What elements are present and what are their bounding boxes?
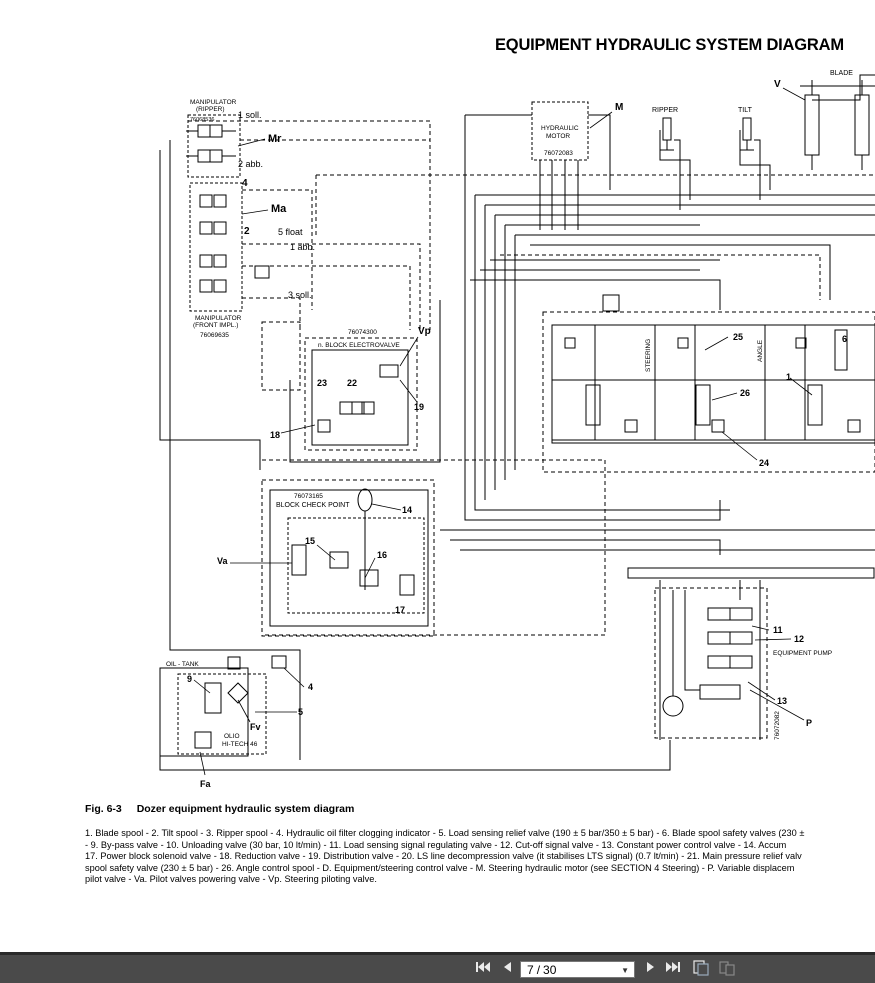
label-tilt: TILT <box>738 107 753 114</box>
label-p: P <box>806 718 812 728</box>
label-soll1: 1 soll. <box>238 110 262 120</box>
label-ripper: RIPPER <box>652 107 678 114</box>
pdf-toolbar: 7/30 ▼ <box>0 955 875 983</box>
label-abb1: 1 abb. <box>290 242 315 252</box>
label-5: 5 <box>298 707 303 717</box>
label-ma: Ma <box>271 203 287 215</box>
caption-line: spool safety valve (230 ± 5 bar) - 26. A… <box>85 862 795 873</box>
next-page-icon[interactable] <box>642 960 660 978</box>
label-mr: Mr <box>268 133 282 145</box>
caption-line: pilot valve - Va. Pilot valves powering … <box>85 874 377 885</box>
label-oil-tank: OIL - TANK <box>166 661 199 668</box>
label-24: 24 <box>759 458 769 468</box>
label-front-impl: (FRONT IMPL.) <box>193 322 238 329</box>
label-2: 2 <box>244 226 250 237</box>
label-16: 16 <box>377 550 387 560</box>
label-ripper-paren: (RIPPER) <box>196 106 225 113</box>
last-page-icon[interactable] <box>664 960 682 978</box>
label-fv: Fv <box>250 722 261 732</box>
label-11: 11 <box>773 625 783 635</box>
label-olio: OLIO <box>224 733 240 740</box>
label-18: 18 <box>270 430 280 440</box>
label-motor-b: MOTOR <box>546 133 570 140</box>
two-page-view-icon[interactable] <box>718 960 736 978</box>
label-9: 9 <box>187 674 192 684</box>
first-page-icon[interactable] <box>474 960 492 978</box>
label-fa: Fa <box>200 779 211 789</box>
label-steering: STEERING <box>645 339 652 372</box>
label-1: 1 <box>786 372 791 382</box>
label-4: 4 <box>242 178 248 189</box>
label-ripper-code: 76068536 <box>190 117 214 123</box>
label-front-code: 76069635 <box>200 332 229 339</box>
page-title: EQUIPMENT HYDRAULIC SYSTEM DIAGRAM <box>495 36 844 54</box>
label-manipulator-front: MANIPULATOR <box>195 315 242 322</box>
page-separator: / <box>536 963 541 977</box>
label-hitech: HI-TECH 46 <box>222 741 258 748</box>
label-pump-code: 76072082 <box>774 711 781 740</box>
label-blade: BLADE <box>830 70 853 77</box>
prev-page-icon[interactable] <box>498 960 516 978</box>
figure-heading: Fig. 6-3 Dozer equipment hydraulic syste… <box>85 803 354 815</box>
page-edge <box>0 952 875 955</box>
label-26: 26 <box>740 388 750 398</box>
figure-title: Dozer equipment hydraulic system diagram <box>136 803 355 815</box>
caption-line: 1. Blade spool - 2. Tilt spool - 3. Ripp… <box>85 828 805 838</box>
chevron-down-icon: ▼ <box>621 966 629 975</box>
label-manipulator-ripper: MANIPULATOR <box>190 99 237 106</box>
figure-caption: 1. Blade spool - 2. Tilt spool - 3. Ripp… <box>85 828 875 886</box>
total-pages: 30 <box>543 963 557 977</box>
figure-number: Fig. 6-3 <box>85 803 122 815</box>
label-abb2: 2 abb. <box>238 159 263 169</box>
label-6: 6 <box>842 334 847 344</box>
caption-line: 17. Power block solenoid valve - 18. Red… <box>85 851 802 862</box>
label-motor-code: 76072083 <box>544 150 573 157</box>
label-4b: 4 <box>308 682 313 692</box>
label-angle: ANGLE <box>757 339 764 362</box>
single-page-view-icon[interactable] <box>692 960 710 978</box>
label-equipment-pump: EQUIPMENT PUMP <box>773 650 832 657</box>
label-float5: 5 float <box>278 227 303 237</box>
label-va: Va <box>217 556 229 566</box>
caption-line: - 9. By-pass valve - 10. Unloading valve… <box>85 839 787 850</box>
label-19: 19 <box>414 402 424 412</box>
label-15: 15 <box>305 536 315 546</box>
label-m: M <box>615 102 623 113</box>
label-checkpoint: BLOCK CHECK POINT <box>276 502 350 509</box>
document-page: EQUIPMENT HYDRAULIC SYSTEM DIAGRAM <box>0 0 875 955</box>
label-25: 25 <box>733 332 743 342</box>
label-electrovalve: n. BLOCK ELECTROVALVE <box>318 342 400 349</box>
label-23: 23 <box>317 378 327 388</box>
hydraulic-diagram: MANIPULATOR (RIPPER) 76068536 1 soll. 2 … <box>159 70 875 789</box>
label-soll3: 3 soll. <box>288 290 312 300</box>
label-vp: Vp <box>418 326 431 337</box>
label-17: 17 <box>395 605 405 615</box>
page-number-select[interactable]: 7/30 ▼ <box>520 961 635 978</box>
label-motor-a: HYDRAULIC <box>541 125 579 132</box>
label-electrovalve-code: 76074300 <box>348 329 377 336</box>
label-12: 12 <box>794 634 804 644</box>
label-14: 14 <box>402 505 412 515</box>
label-13: 13 <box>777 696 787 706</box>
label-22: 22 <box>347 378 357 388</box>
label-v: V <box>774 79 781 90</box>
label-checkpoint-code: 76073165 <box>294 493 323 500</box>
current-page: 7 <box>527 963 534 977</box>
